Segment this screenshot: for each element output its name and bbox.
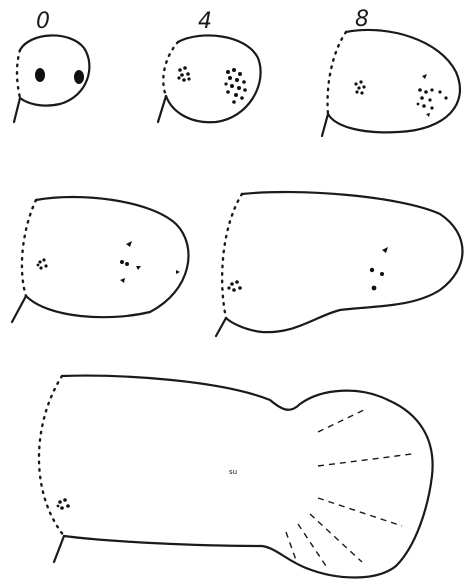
stage-2-cell-cluster-right bbox=[224, 68, 246, 104]
stage-12-ray bbox=[318, 454, 412, 466]
stage-0-spot-right bbox=[74, 70, 84, 84]
stage-12-cell-cluster-left bbox=[57, 498, 70, 510]
stage-8-cell-cluster-left bbox=[227, 280, 241, 292]
stage-6-outline bbox=[26, 197, 189, 317]
stage-label-4: 8 bbox=[355, 7, 369, 32]
stage-12-ray bbox=[318, 410, 364, 432]
stage-4: 8 bbox=[322, 7, 460, 136]
stage-0-spot-left bbox=[35, 68, 45, 82]
stage-2-cell-cluster-left bbox=[177, 66, 190, 82]
stage-12-stalk bbox=[54, 536, 64, 562]
stage-2: 4 bbox=[158, 9, 261, 122]
stage-label-0: 0 bbox=[36, 9, 50, 34]
stage-12-dotted-margin bbox=[39, 376, 64, 536]
stage-2-stalk bbox=[158, 96, 166, 122]
stage-6-dotted-margin bbox=[22, 200, 36, 296]
stage-4-stalk bbox=[322, 114, 328, 136]
stage-8-cell-cluster-right bbox=[370, 247, 388, 290]
stage-8-stalk bbox=[216, 318, 226, 336]
stage-6 bbox=[12, 197, 189, 322]
stage-8 bbox=[216, 192, 463, 336]
stage-0-stalk bbox=[14, 98, 20, 122]
stage-4-cell-cluster-right bbox=[417, 74, 448, 117]
stage-6-stalk bbox=[12, 296, 26, 322]
stage-12-inner-marking: su bbox=[229, 468, 237, 476]
stage-8-dotted-margin bbox=[222, 194, 242, 318]
stage-12: su bbox=[39, 376, 433, 578]
stage-label-2: 4 bbox=[198, 9, 212, 34]
stage-6-cell-cluster-right bbox=[120, 241, 180, 283]
stage-8-outline bbox=[226, 192, 463, 332]
stage-0: 0 bbox=[14, 9, 89, 122]
stage-0-dotted-margin bbox=[17, 50, 20, 98]
stage-4-cell-cluster-left bbox=[354, 80, 365, 94]
stage-12-ray bbox=[318, 498, 402, 526]
stage-4-outline bbox=[328, 30, 460, 132]
stage-12-radiating-lines bbox=[286, 410, 412, 566]
stage-6-cell-cluster-left bbox=[37, 258, 48, 269]
stage-12-outline bbox=[62, 376, 433, 578]
stage-12-ray bbox=[298, 524, 326, 566]
stage-12-ray bbox=[286, 532, 296, 560]
stage-2-dotted-margin bbox=[163, 42, 178, 96]
stage-4-dotted-margin bbox=[328, 32, 346, 114]
